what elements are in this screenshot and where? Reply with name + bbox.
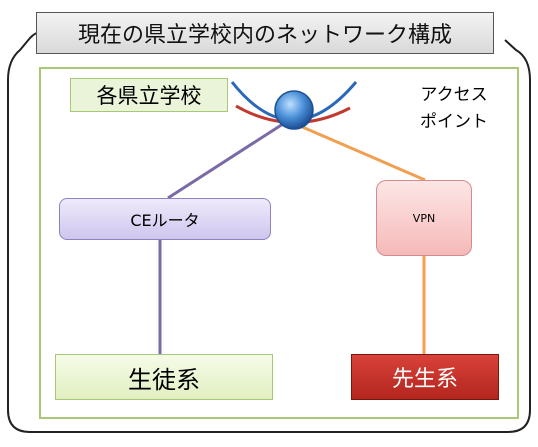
access-point-icon <box>274 90 314 130</box>
teacher-network-node: 先生系 <box>351 354 499 400</box>
vpn-node: VPN <box>376 180 472 256</box>
ce-router-node: CEルータ <box>59 198 271 240</box>
link-ap-vpn <box>299 124 426 182</box>
outer-frame <box>7 32 531 433</box>
school-label: 各県立学校 <box>70 78 228 112</box>
link-ap-ce-router <box>167 120 287 200</box>
diagram-title: 現在の県立学校内のネットワーク構成 <box>36 12 494 54</box>
access-point-label-line1: アクセス <box>420 85 488 105</box>
access-point-label: アクセス ポイント <box>404 82 504 136</box>
access-point-label-line2: ポイント <box>420 112 488 132</box>
student-network-node: 生徒系 <box>55 354 273 400</box>
school-network-frame <box>39 67 519 419</box>
